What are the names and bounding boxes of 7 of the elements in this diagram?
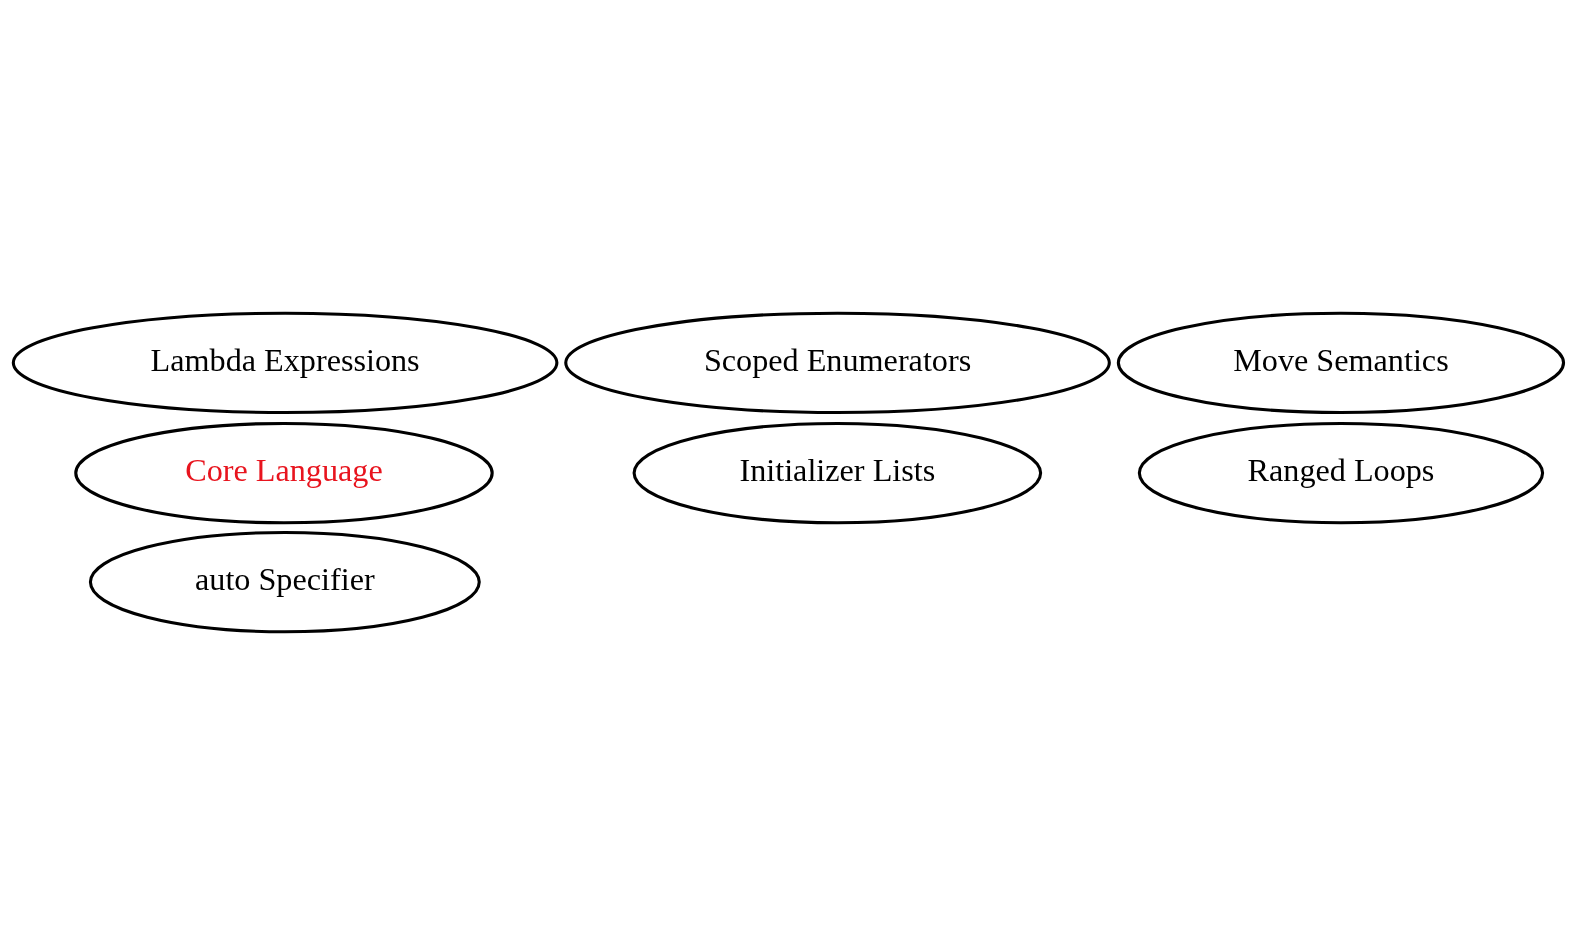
node-ellipse: Scoped Enumerators: [564, 311, 1111, 414]
node-ellipse: Lambda Expressions: [11, 311, 559, 414]
node-ellipse: Move Semantics: [1116, 311, 1566, 414]
node-ellipse: Core Language: [74, 421, 494, 524]
node-ellipse: auto Specifier: [88, 530, 481, 633]
node-ellipse: Initializer Lists: [632, 421, 1043, 524]
node-ellipse: Ranged Loops: [1137, 421, 1545, 524]
